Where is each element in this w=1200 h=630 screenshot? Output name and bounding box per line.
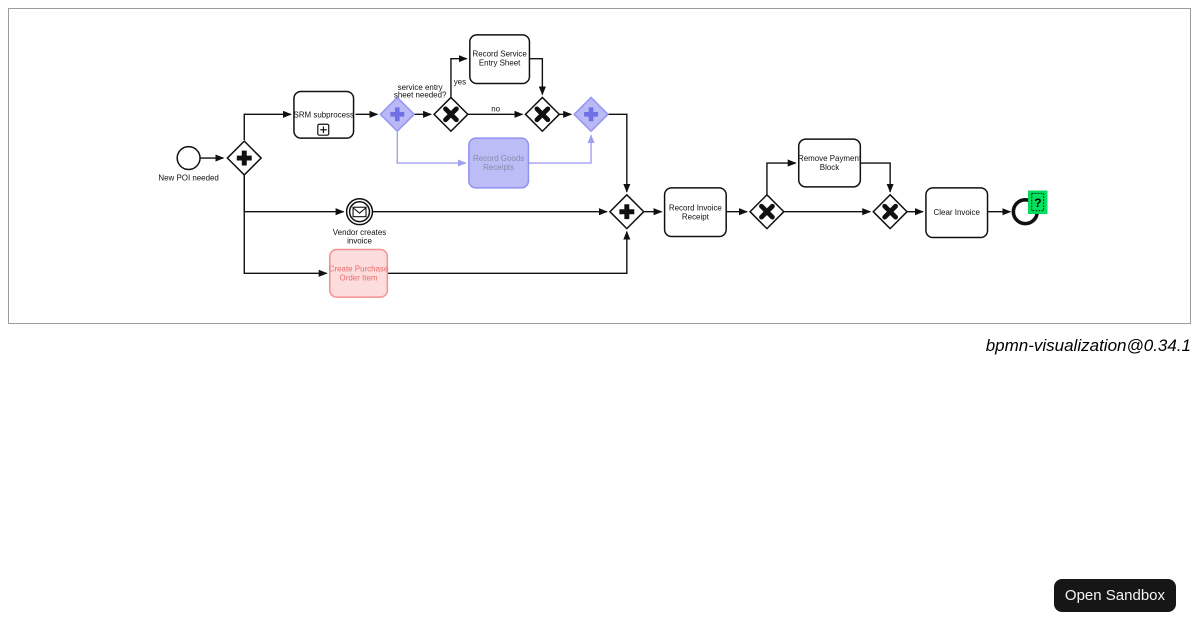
open-sandbox-button[interactable]: Open Sandbox <box>1053 579 1176 612</box>
rgr-label-1: Record Goods <box>473 154 524 163</box>
start-event-label: New POI needed <box>158 173 218 182</box>
overlay-question-mark: ? <box>1034 196 1041 210</box>
record-goods-receipts-task <box>468 137 530 189</box>
flow-yes-to-entry-sheet <box>450 55 468 97</box>
start-event-circle <box>176 145 201 171</box>
exclusive-x-icon <box>882 203 898 220</box>
flow-split2-to-remove-block <box>766 159 797 195</box>
cpo-label-2: Order Item <box>340 273 378 282</box>
rpb-label-2: Block <box>820 163 839 172</box>
rgr-label-2: Receipts <box>483 163 514 172</box>
overlay-green-rect <box>1028 190 1048 214</box>
remove-payment-block-task <box>797 138 862 188</box>
bpmn-diagram-svg: New POI needed SRM subprocess service en… <box>158 34 1048 298</box>
srm-subprocess-task <box>293 90 355 139</box>
rses-label-2: Entry Sheet <box>479 59 521 68</box>
flow-purple-right-to-join <box>607 113 631 193</box>
end-event-overlay-badge: ? <box>1028 190 1048 214</box>
envelope-flap <box>352 207 367 214</box>
subprocess-plus-glyph <box>320 126 327 134</box>
vendor-label-2: invoice <box>347 237 372 246</box>
exclusive-x-icon <box>534 106 551 123</box>
srm-subprocess-label: SRM subprocess <box>294 110 354 119</box>
flow-label-no: no <box>491 104 500 113</box>
flow-entry-sheet-to-merge <box>529 57 546 96</box>
flow-purple-left-to-goods-receipts <box>396 132 467 167</box>
vendor-label-1: Vendor creates <box>333 228 386 237</box>
parallel-plus-icon <box>236 150 252 166</box>
library-version-label: bpmn-visualization@0.34.1 <box>985 336 1191 355</box>
record-service-entry-sheet-task <box>469 34 531 85</box>
purple-plus-icon-left <box>390 107 405 122</box>
cpo-label-1: Create Purchase <box>329 264 389 273</box>
record-invoice-receipt-task <box>663 187 727 238</box>
service-entry-gateway-label-1: service entry <box>398 83 443 92</box>
create-purchase-order-item-task <box>328 248 389 298</box>
envelope-icon <box>352 206 367 218</box>
purple-plus-icon-right <box>584 107 599 122</box>
clear-invoice-label: Clear Invoice <box>934 208 981 217</box>
rir-label-1: Record Invoice <box>669 204 723 213</box>
missing-glyph-box-icon <box>1031 192 1045 212</box>
clear-invoice-task <box>925 187 989 239</box>
rir-label-2: Receipt <box>682 213 710 222</box>
flow-split-to-vendor <box>243 174 345 216</box>
exclusive-x-icon <box>443 106 459 123</box>
flow-create-po-to-join <box>387 230 631 275</box>
rses-label-1: Record Service <box>473 50 528 59</box>
service-entry-gateway-label-2: sheet needed? <box>394 90 447 99</box>
exclusive-x-icon <box>759 203 775 220</box>
bpmn-diagram-canvas: New POI needed SRM subprocess service en… <box>8 8 1191 324</box>
flow-split-to-create-po <box>243 174 328 277</box>
flow-remove-block-to-join2 <box>860 162 894 193</box>
flow-goods-receipts-to-purple-right <box>528 134 595 164</box>
rpb-label-1: Remove Payment <box>798 154 862 163</box>
flow-label-yes: yes <box>454 78 466 87</box>
parallel-plus-icon <box>619 204 635 220</box>
flow-split-to-srm <box>243 110 292 141</box>
